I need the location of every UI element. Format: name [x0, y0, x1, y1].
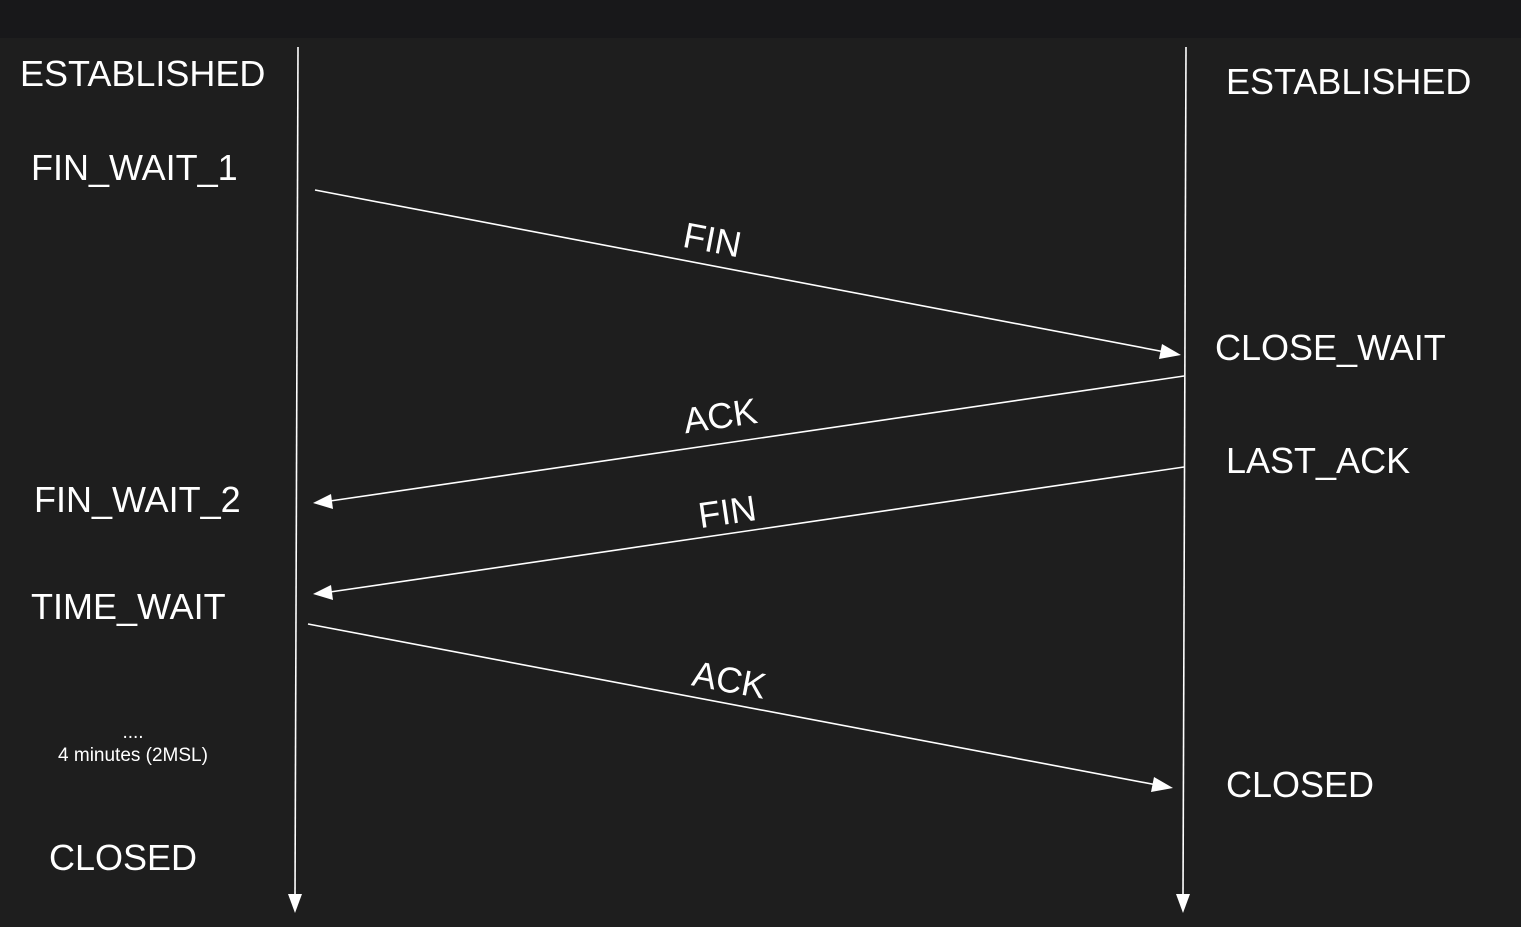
fin-arrow-2-head — [313, 585, 333, 600]
wait-note-dots: .... — [122, 722, 143, 743]
top-bar — [0, 0, 1521, 38]
fin-label-1: FIN — [680, 214, 745, 265]
left-state-closed: CLOSED — [49, 837, 197, 878]
left-state-fin-wait-1: FIN_WAIT_1 — [31, 147, 238, 188]
ack-arrow-1 — [329, 375, 1185, 502]
left-state-fin-wait-2: FIN_WAIT_2 — [34, 479, 241, 520]
wait-note-duration: 4 minutes (2MSL) — [58, 745, 208, 766]
right-state-close-wait: CLOSE_WAIT — [1215, 327, 1446, 368]
left-timeline-arrowhead — [288, 894, 302, 913]
ack-label-1: ACK — [681, 390, 760, 441]
fin-arrow-2 — [329, 466, 1185, 593]
fin-arrow-1 — [314, 189, 1166, 353]
right-state-established: ESTABLISHED — [1226, 61, 1471, 102]
right-state-closed: CLOSED — [1226, 764, 1374, 805]
left-state-time-wait: TIME_WAIT — [31, 586, 226, 627]
ack-arrow-2 — [307, 623, 1158, 786]
fin-arrow-1-head — [1159, 344, 1181, 359]
ack-arrow-2-head — [1151, 777, 1173, 792]
ack-arrow-1-head — [313, 494, 333, 509]
left-state-established: ESTABLISHED — [20, 53, 265, 94]
fin-label-2: FIN — [696, 487, 759, 536]
left-timeline — [294, 46, 299, 899]
right-timeline — [1182, 46, 1187, 899]
right-state-last-ack: LAST_ACK — [1226, 440, 1410, 481]
right-timeline-arrowhead — [1176, 894, 1190, 913]
